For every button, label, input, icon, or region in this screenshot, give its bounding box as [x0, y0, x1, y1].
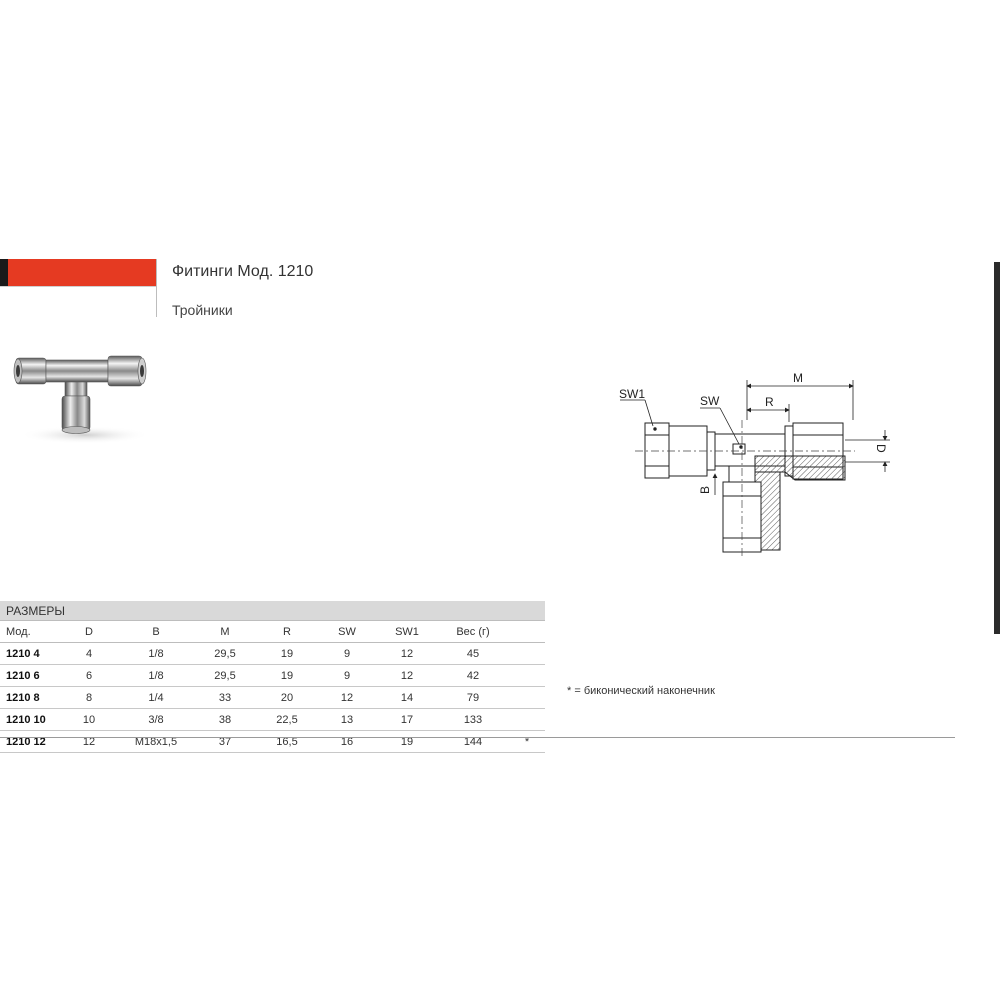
table-cell — [509, 642, 545, 665]
col-header — [509, 620, 545, 643]
table-row: 1210 10 10 3/8 38 22,5 13 17 133 — [0, 708, 545, 731]
table-cell: 6 — [59, 664, 119, 687]
table-cell: 17 — [377, 708, 437, 731]
header-black-bar — [0, 259, 8, 286]
table-cell: 1210 6 — [0, 664, 59, 687]
col-header: D — [59, 620, 119, 643]
table-cell: 12 — [377, 664, 437, 687]
col-header: SW1 — [377, 620, 437, 643]
col-header: M — [193, 620, 257, 643]
table-cell: 133 — [437, 708, 509, 731]
drawing-label-r: R — [765, 395, 774, 409]
drawing-label-sw: SW — [700, 394, 720, 408]
table-cell: 12 — [377, 642, 437, 665]
table-cell-asterisk: * — [509, 730, 545, 753]
drawing-label-d: D — [874, 444, 888, 453]
table-header-row: Мод. D B M R SW SW1 Вес (г) — [0, 620, 545, 643]
table-cell: 13 — [317, 708, 377, 731]
table-cell: 19 — [257, 642, 317, 665]
table-cell: 20 — [257, 686, 317, 709]
table-cell: 19 — [257, 664, 317, 687]
col-header: SW — [317, 620, 377, 643]
table-cell — [509, 708, 545, 731]
drawing-label-m: M — [793, 371, 803, 385]
table-cell: 38 — [193, 708, 257, 731]
table-cell: 1/8 — [119, 664, 193, 687]
table-cell — [509, 686, 545, 709]
table-cell: 1210 10 — [0, 708, 59, 731]
table-section-title: РАЗМЕРЫ — [0, 601, 545, 621]
table-cell: M18x1,5 — [119, 730, 193, 753]
table-row: 1210 8 8 1/4 33 20 12 14 79 — [0, 686, 545, 709]
table-cell: 22,5 — [257, 708, 317, 731]
table-cell: 29,5 — [193, 642, 257, 665]
table-cell: 29,5 — [193, 664, 257, 687]
table-cell: 1/8 — [119, 642, 193, 665]
table-cell: 9 — [317, 642, 377, 665]
table-cell: 42 — [437, 664, 509, 687]
header-divider — [156, 259, 157, 317]
header-red-bar — [8, 259, 156, 286]
table-row: 1210 12 12 M18x1,5 37 16,5 16 19 144 * — [0, 730, 545, 753]
technical-drawing: SW1 SW M R D B — [619, 371, 890, 558]
table-cell: 79 — [437, 686, 509, 709]
table-cell: 19 — [377, 730, 437, 753]
table-cell: 12 — [317, 686, 377, 709]
table-cell: 14 — [377, 686, 437, 709]
col-header: Мод. — [0, 620, 59, 643]
col-header: R — [257, 620, 317, 643]
table-cell: 16,5 — [257, 730, 317, 753]
table-cell: 45 — [437, 642, 509, 665]
col-header: Вес (г) — [437, 620, 509, 643]
table-cell: 1210 8 — [0, 686, 59, 709]
table-cell: 37 — [193, 730, 257, 753]
table-cell: 9 — [317, 664, 377, 687]
table-cell: 8 — [59, 686, 119, 709]
header-rule — [0, 286, 156, 287]
drawing-label-sw1: SW1 — [619, 387, 645, 401]
page-subtitle: Тройники — [172, 302, 233, 318]
table-row: 1210 4 4 1/8 29,5 19 9 12 45 — [0, 642, 545, 665]
table-cell: 4 — [59, 642, 119, 665]
table-row: 1210 6 6 1/8 29,5 19 9 12 42 — [0, 664, 545, 687]
table-cell: 33 — [193, 686, 257, 709]
table-cell: 10 — [59, 708, 119, 731]
col-header: B — [119, 620, 193, 643]
sizes-table: РАЗМЕРЫ Мод. D B M R SW SW1 Вес (г) 1210… — [0, 601, 545, 753]
table-cell: 1/4 — [119, 686, 193, 709]
table-cell: 12 — [59, 730, 119, 753]
table-cell: 1210 4 — [0, 642, 59, 665]
table-cell: 3/8 — [119, 708, 193, 731]
table-cell: 16 — [317, 730, 377, 753]
table-cell: 144 — [437, 730, 509, 753]
drawing-label-b: B — [698, 486, 712, 494]
right-edge-bar — [994, 262, 1000, 634]
table-cell: 1210 12 — [0, 730, 59, 753]
tee-fitting-photo — [13, 355, 150, 444]
footnote: * = биконический наконечник — [567, 685, 715, 697]
table-cell — [509, 664, 545, 687]
bottom-rule — [0, 737, 955, 738]
page-title: Фитинги Мод. 1210 — [172, 263, 314, 280]
